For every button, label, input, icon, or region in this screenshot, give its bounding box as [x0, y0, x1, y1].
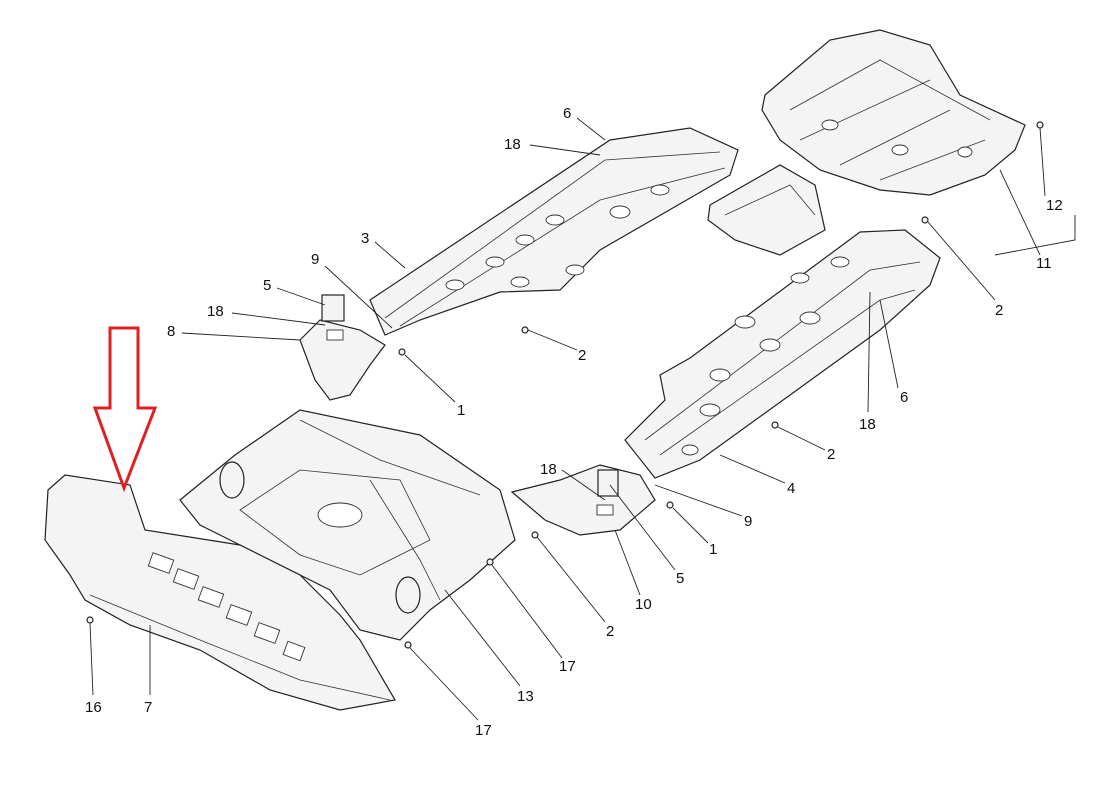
- callout-7: 7: [144, 699, 152, 716]
- side-panel-left-part-3: [369, 127, 739, 336]
- callout-2: 2: [578, 347, 586, 364]
- callout-2: 2: [606, 623, 614, 640]
- bracket-part-10: [510, 464, 656, 536]
- callout-18: 18: [207, 303, 224, 320]
- callout-9: 9: [744, 513, 752, 530]
- callout-11: 11: [1036, 255, 1052, 272]
- callout-4: 4: [787, 480, 795, 497]
- callout-8: 8: [167, 323, 175, 340]
- callout-6: 6: [900, 389, 908, 406]
- center-bracket: [707, 164, 826, 256]
- callout-3: 3: [361, 230, 369, 247]
- callout-17: 17: [559, 658, 576, 675]
- side-panel-right-part-4: [624, 229, 941, 479]
- leader-lines: [89, 117, 1076, 721]
- center-panel-part-13: [179, 409, 516, 641]
- callout-1: 1: [457, 402, 465, 419]
- callout-10: 10: [635, 596, 652, 613]
- fasteners: [86, 121, 1044, 649]
- callout-9: 9: [311, 251, 319, 268]
- front-panel-part-7: [44, 474, 396, 711]
- bracket-part-8: [299, 294, 386, 401]
- callout-6: 6: [563, 105, 571, 122]
- callout-2: 2: [827, 446, 835, 463]
- callout-18: 18: [859, 416, 876, 433]
- callout-13: 13: [517, 688, 534, 705]
- highlight-arrow: [92, 326, 158, 493]
- callout-12: 12: [1046, 197, 1063, 214]
- callout-5: 5: [263, 277, 271, 294]
- rear-panel-part-11: [761, 29, 1026, 196]
- callout-18: 18: [540, 461, 557, 478]
- callout-18: 18: [504, 136, 521, 153]
- callout-1: 1: [709, 541, 717, 558]
- callout-2: 2: [995, 302, 1003, 319]
- callout-16: 16: [85, 699, 102, 716]
- callout-17: 17: [475, 722, 492, 739]
- callout-5: 5: [676, 570, 684, 587]
- callout-labels: 6 18 3 9 5 18 8 1 2 12 11 2 6 18 2 4 9 1…: [85, 105, 1063, 739]
